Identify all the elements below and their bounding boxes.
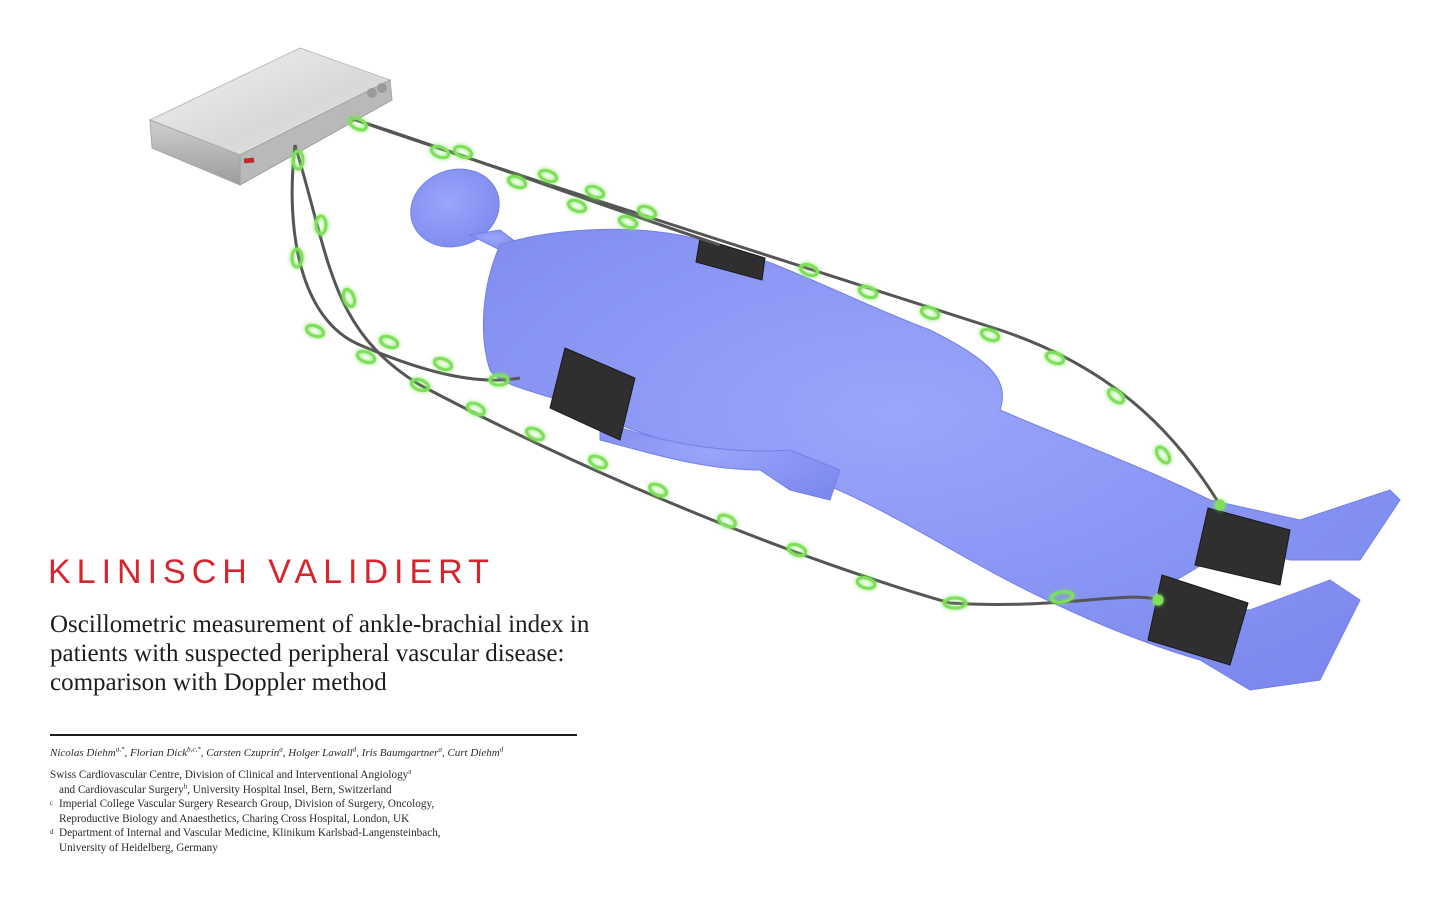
author-name: Holger Lawall (288, 747, 353, 759)
affiliation-text: Imperial College Vascular Surgery Resear… (59, 798, 435, 811)
ankle-cuff-upper (1194, 507, 1291, 586)
measurement-device (148, 47, 393, 186)
affiliation-ab: Swiss Cardiovascular Centre, Division of… (50, 768, 610, 797)
affiliation-d: d Department of Internal and Vascular Me… (50, 826, 610, 855)
affiliation-list: Swiss Cardiovascular Centre, Division of… (50, 768, 610, 856)
cable-glow-links (290, 116, 1226, 610)
author-name: Nicolas Diehm (50, 747, 116, 759)
paper-title: Oscillometric measurement of ankle-brach… (50, 611, 590, 696)
author-affiliation-mark: a (279, 745, 283, 754)
affiliation-c: c Imperial College Vascular Surgery Rese… (50, 797, 610, 826)
author-affiliation-mark: d (352, 745, 357, 754)
affiliation-text: Reproductive Biology and Anaesthetics, C… (59, 812, 410, 825)
author-name: Florian Dick (129, 747, 188, 759)
author-name: Carsten Czuprin (206, 747, 280, 759)
affiliation-mark: c (50, 799, 54, 808)
affiliation-mark: d (50, 828, 54, 837)
headline: KLINISCH VALIDIERT (48, 553, 495, 591)
affiliation-text: Swiss Cardiovascular Centre, Division of… (50, 769, 409, 781)
author-affiliation-mark: d (499, 745, 504, 754)
author-name: Curt Diehm (447, 747, 500, 759)
ankle-cuff-lower (1147, 574, 1249, 666)
author-affiliation-mark: a (438, 745, 442, 754)
arm-cuff-right (549, 347, 636, 441)
affiliation-mark: a (408, 767, 412, 776)
affiliation-mark: b (183, 781, 188, 790)
affiliation-text: and Cardiovascular Surgery (59, 783, 184, 796)
author-affiliation-mark: a,* (115, 745, 125, 754)
arm-cuff-left (695, 237, 766, 281)
author-affiliation-mark: b,c,* (187, 745, 201, 754)
affiliation-text: Department of Internal and Vascular Medi… (59, 827, 441, 840)
affiliation-text: University of Heidelberg, Germany (59, 841, 218, 854)
author-list: Nicolas Diehma,*, Florian Dickb,c,*, Car… (50, 745, 504, 759)
affiliation-text: , University Hospital Insel, Bern, Switz… (187, 783, 392, 796)
title-divider (50, 734, 577, 736)
author-name: Iris Baumgartner (361, 747, 439, 759)
